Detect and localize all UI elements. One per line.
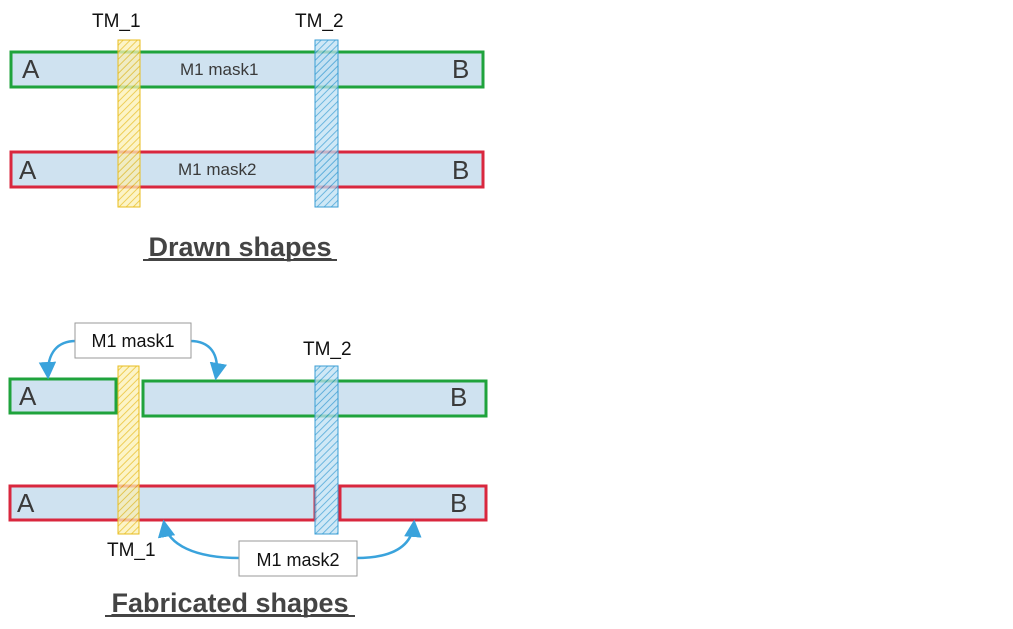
mask1-right-arrow [189, 339, 228, 381]
mask2-callout-label: M1 mask2 [256, 550, 339, 570]
drawn-mask2-bar [9, 150, 485, 189]
drawn-row1-b-label: B [452, 54, 469, 84]
drawn-row2-a-label: A [19, 155, 37, 185]
fabricated-shapes-section: TM_2 TM_1 A B A B M1 mask1 M1 mask2 Fabr… [8, 322, 488, 618]
mask2-left-arrow [157, 519, 241, 560]
drawn-row2-mask-label: M1 mask2 [178, 160, 256, 179]
drawn-row1-mask-label: M1 mask1 [180, 60, 258, 79]
drawn-shapes-heading: Drawn shapes [148, 232, 331, 262]
fab-tm2-label: TM_2 [303, 339, 352, 360]
fab-tm1-label: TM_1 [107, 540, 156, 561]
mask2-right-arrow [355, 519, 422, 560]
fab-tm1-column [117, 365, 140, 535]
fab-row2-a-label: A [17, 488, 35, 518]
drawn-shapes-section: TM_1 TM_2 A M1 mask1 B A M1 mask2 B Draw… [9, 11, 485, 262]
fab-row1-b-label: B [450, 382, 467, 412]
drawn-tm1-column [117, 39, 141, 208]
mask1-callout-label: M1 mask1 [91, 331, 174, 351]
drawn-tm2-column [314, 39, 339, 208]
fab-row2-b-label: B [450, 488, 467, 518]
mask1-callout-box [74, 322, 192, 359]
fabricated-shapes-heading: Fabricated shapes [111, 588, 348, 618]
drawn-tm1-label: TM_1 [92, 11, 141, 32]
drawn-row2-b-label: B [452, 155, 469, 185]
fab-mask1-left-bar [8, 377, 118, 415]
mask2-callout-box [238, 540, 358, 577]
drawn-mask1-bar [9, 50, 485, 89]
fab-mask2-right-bar [338, 484, 488, 522]
fab-mask2-left-bar [8, 484, 317, 522]
mask1-left-arrow [38, 339, 77, 380]
fab-tm2-column [314, 365, 339, 535]
drawn-row1-a-label: A [22, 54, 40, 84]
drawn-tm2-label: TM_2 [295, 11, 344, 32]
fab-row1-a-label: A [19, 381, 37, 411]
